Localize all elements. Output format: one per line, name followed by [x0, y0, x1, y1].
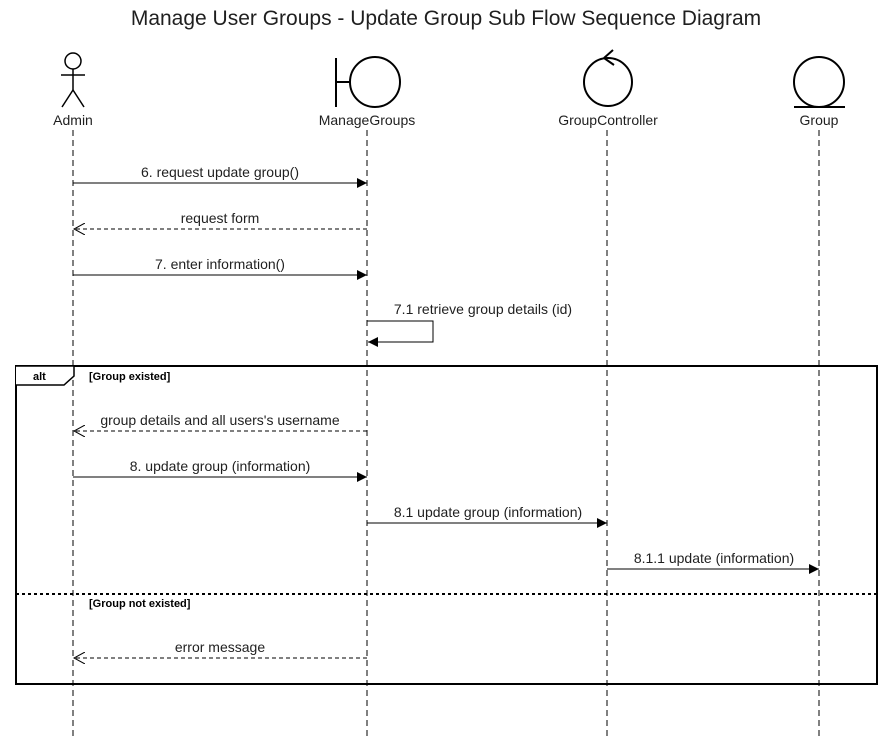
message-label: 8.1 update group (information) — [394, 504, 582, 520]
message-error-message: error message — [74, 639, 367, 658]
message-label: 8. update group (information) — [130, 458, 311, 474]
message-request-form: request form — [74, 210, 367, 229]
diagram-title: Manage User Groups - Update Group Sub Fl… — [131, 7, 761, 30]
message-group-details-and-usernames: group details and all users's username — [74, 412, 367, 431]
participant-group-label: Group — [800, 112, 839, 128]
message-enter-information: 7. enter information() — [73, 256, 367, 280]
participant-group-controller-label: GroupController — [558, 112, 658, 128]
participant-admin-label: Admin — [53, 112, 93, 128]
message-update-group: 8. update group (information) — [73, 458, 367, 482]
message-label: request form — [181, 210, 260, 226]
alt-fragment: alt [Group existed] [Group not existed] — [15, 365, 878, 685]
message-controller-update-group: 8.1 update group (information) — [367, 504, 607, 528]
message-label: error message — [175, 639, 265, 655]
message-label: 6. request update group() — [141, 164, 299, 180]
message-label: 8.1.1 update (information) — [634, 550, 794, 566]
alt-operator-label: alt — [33, 371, 46, 383]
participant-group: Group — [793, 56, 845, 128]
participant-group-controller: GroupController — [558, 49, 658, 128]
control-icon — [583, 49, 633, 107]
participant-admin: Admin — [53, 52, 93, 128]
message-retrieve-group-details: 7.1 retrieve group details (id) — [367, 301, 572, 347]
alt-guard-not-existed: [Group not existed] — [89, 598, 191, 610]
boundary-icon — [335, 56, 401, 108]
alt-fragment-frame — [15, 365, 878, 685]
alt-guard-existed: [Group existed] — [89, 371, 171, 383]
message-label: 7.1 retrieve group details (id) — [394, 301, 572, 317]
actor-icon — [61, 52, 85, 108]
message-label: group details and all users's username — [100, 412, 339, 428]
message-request-update-group: 6. request update group() — [73, 164, 367, 188]
message-entity-update: 8.1.1 update (information) — [607, 550, 819, 574]
participant-manage-groups: ManageGroups — [319, 56, 416, 128]
alt-fragment-tab — [16, 365, 75, 386]
message-label: 7. enter information() — [155, 256, 285, 272]
participant-manage-groups-label: ManageGroups — [319, 112, 416, 128]
entity-icon — [793, 56, 845, 108]
